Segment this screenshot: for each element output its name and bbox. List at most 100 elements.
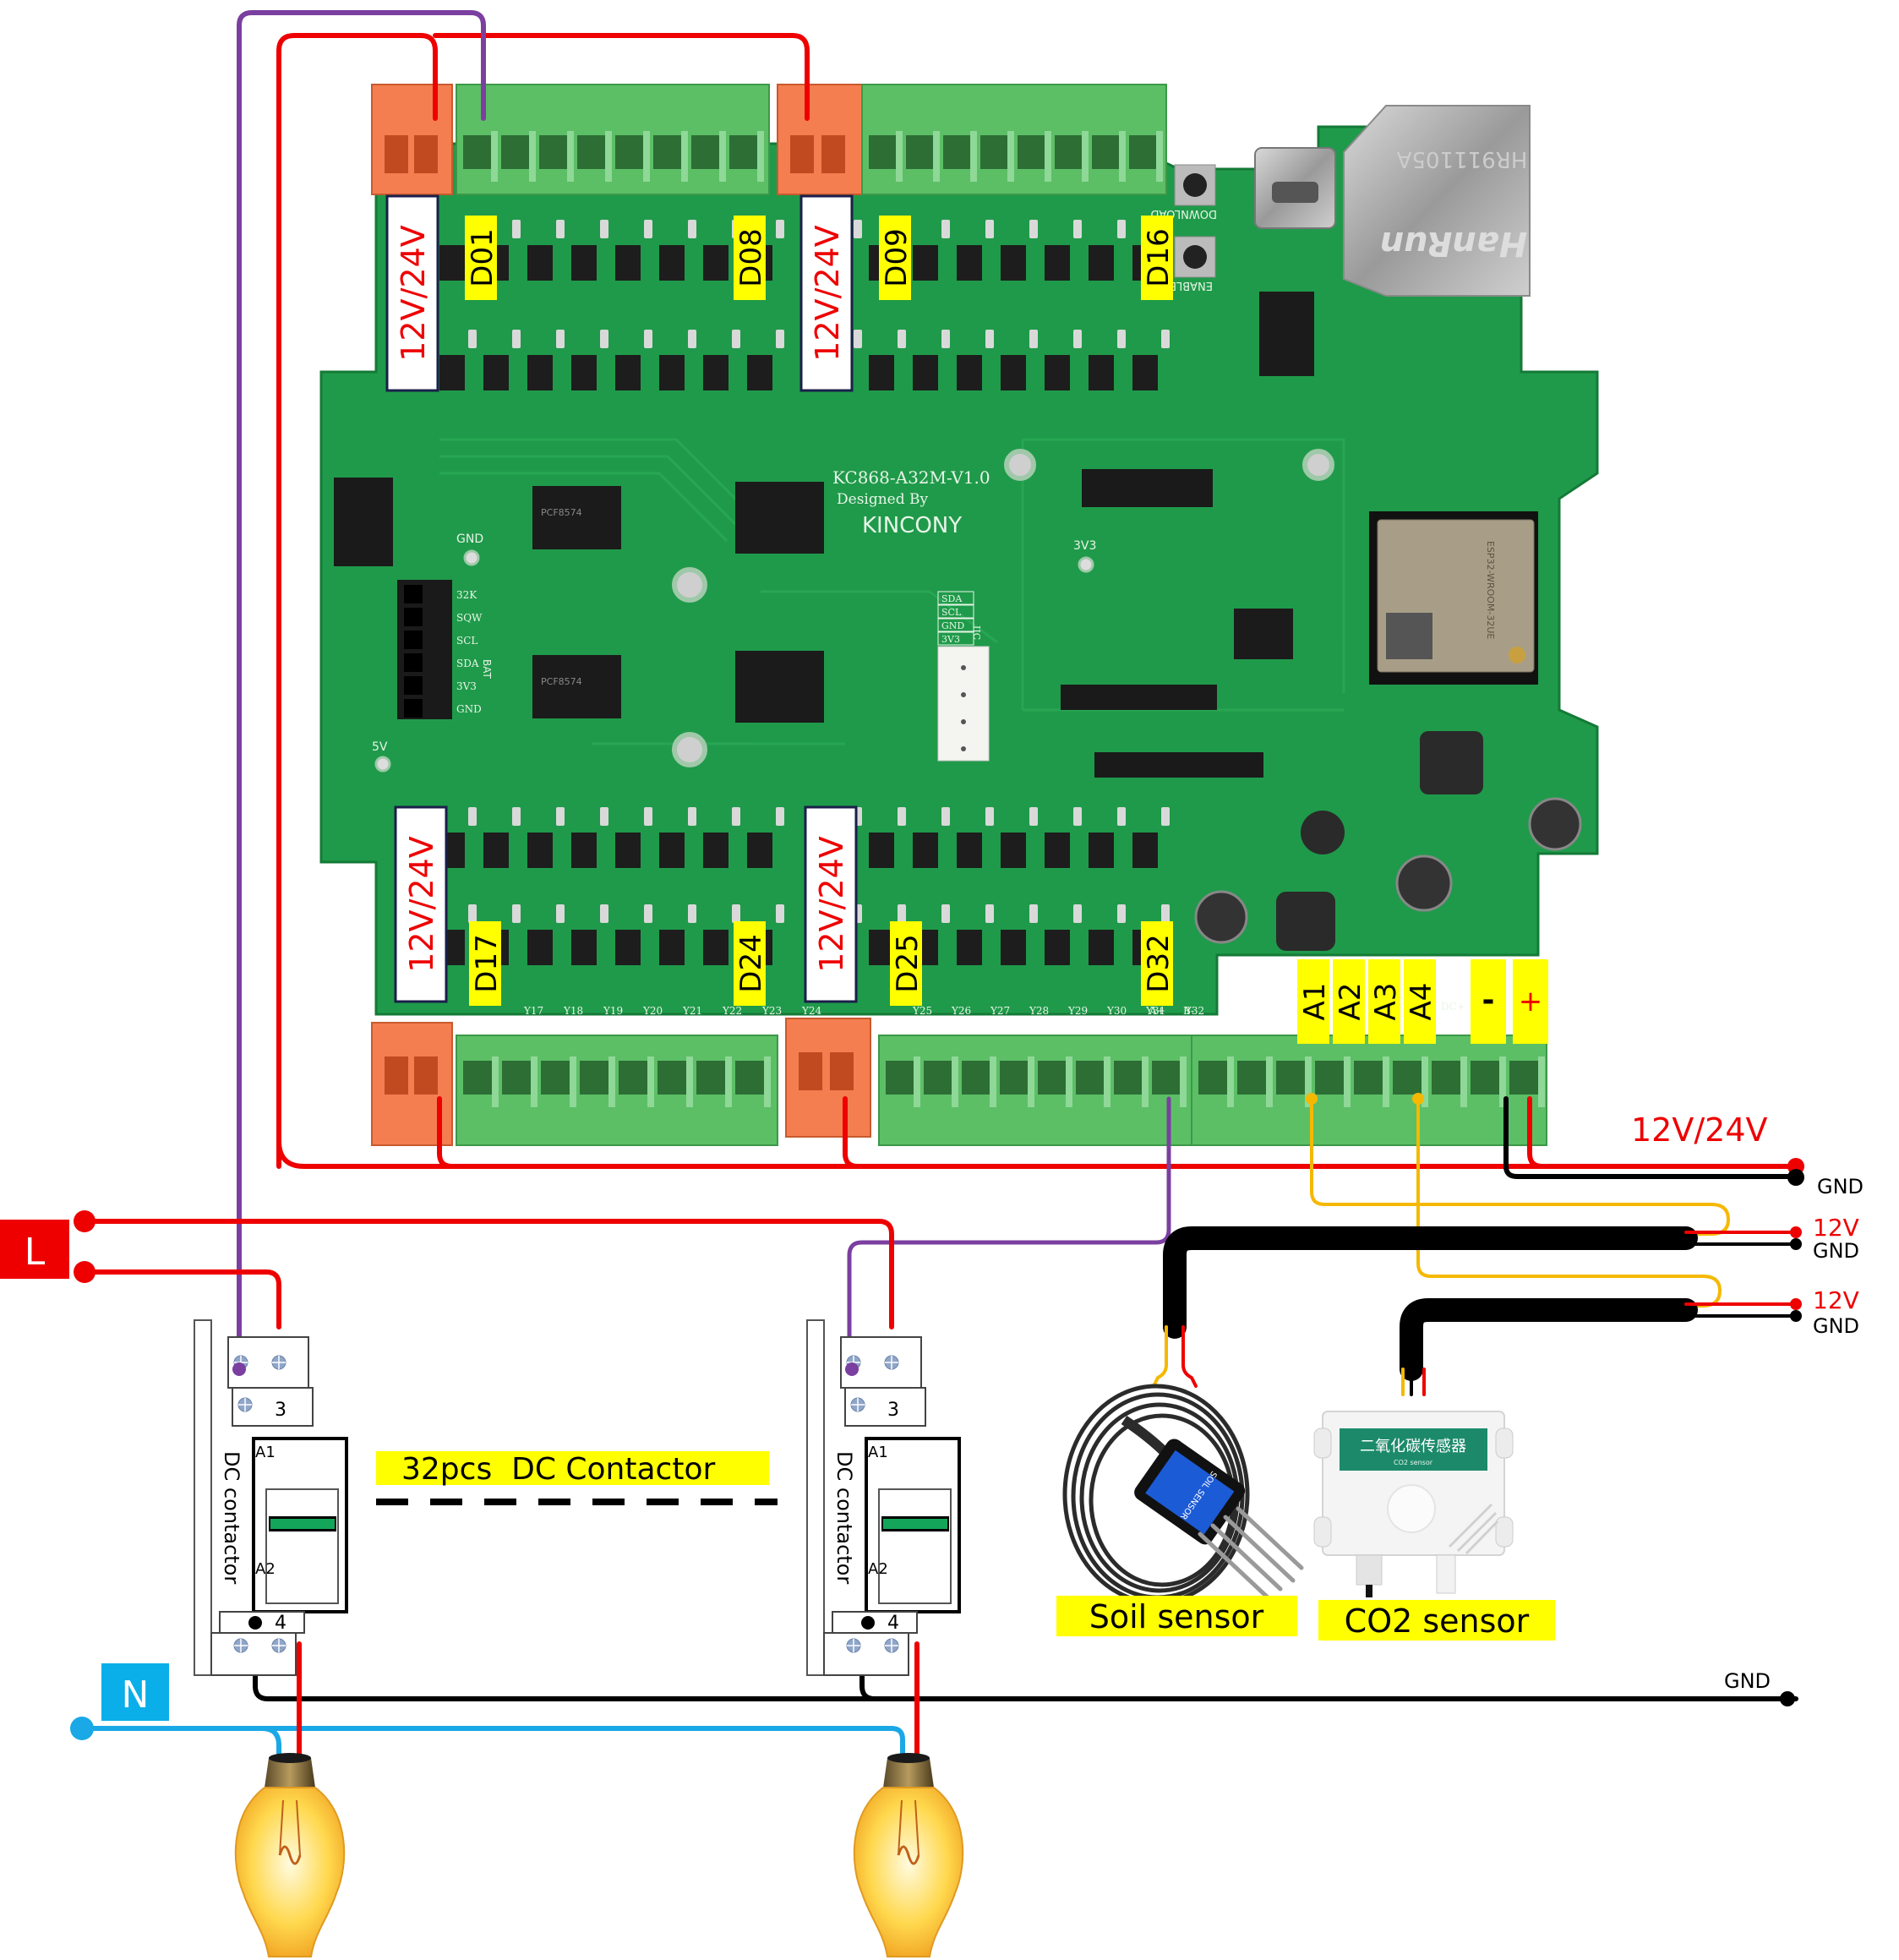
wire-line-1 xyxy=(82,1219,894,1329)
coil-a2-label: A2 xyxy=(868,1560,888,1578)
neutral-terminal[interactable] xyxy=(70,1717,94,1740)
rs485-b-label: B- xyxy=(1183,1005,1194,1017)
cable-soil-sensor xyxy=(1163,1226,1698,1339)
coil-a2-label: A2 xyxy=(255,1560,276,1578)
wires xyxy=(79,10,1798,1761)
output-range-label: D17 xyxy=(470,934,504,992)
contactor-note: 32pcs DC Contactor xyxy=(401,1452,715,1487)
header-p5[interactable] xyxy=(1061,685,1217,710)
line-terminal-1[interactable] xyxy=(74,1210,95,1232)
main-gnd-label: GND xyxy=(1817,1175,1864,1198)
output-range-label: D09 xyxy=(880,228,914,287)
y-output-silk: Y29 xyxy=(1067,1005,1088,1017)
bat-label: BAT xyxy=(481,659,493,680)
orange-terminal-4[interactable] xyxy=(785,1018,871,1138)
d-label-bg xyxy=(1141,921,1173,1006)
esp32-module: ESP32-WROOM-32UE xyxy=(1369,511,1538,685)
co2-sensor-device: 二氧化碳传感器 CO2 sensor xyxy=(1313,1411,1514,1597)
gnd-test-label: GND xyxy=(456,532,483,546)
d-label-bg xyxy=(1141,216,1173,300)
svg-text:PCF8574: PCF8574 xyxy=(541,676,582,687)
y-output-silk: Y24 xyxy=(801,1005,822,1017)
d-label-bg xyxy=(734,921,766,1006)
y-output-silk: Y19 xyxy=(603,1005,623,1017)
rtc-header[interactable] xyxy=(397,580,452,719)
main-gnd-terminal[interactable] xyxy=(1787,1169,1804,1186)
gnd-test-point[interactable] xyxy=(463,549,480,566)
analog-input-label: A2 xyxy=(1334,983,1367,1021)
output-group-power-label: 12V/24V xyxy=(395,225,432,362)
analog-label-bg xyxy=(1368,959,1400,1044)
wire-power-bottom xyxy=(276,1096,1798,1169)
output-range-label: D24 xyxy=(734,934,768,992)
co2-sensor-label: CO2 sensor xyxy=(1345,1602,1530,1640)
sensor2-gnd-label: GND xyxy=(1813,1314,1859,1338)
line-badge xyxy=(0,1220,69,1279)
enable-button-label: ENABLE xyxy=(1170,279,1213,292)
neutral-badge xyxy=(101,1663,169,1721)
sensor1-gnd-terminal[interactable] xyxy=(1790,1238,1802,1250)
header-p6[interactable] xyxy=(1094,752,1263,778)
inductor-l1 xyxy=(1420,731,1483,794)
orange-terminal-1[interactable] xyxy=(371,84,453,195)
y-output-silk: Y18 xyxy=(563,1005,583,1017)
d-label-bg xyxy=(734,216,766,300)
designed-by-label: Designed By xyxy=(837,491,929,508)
iic-pin-label: SDA xyxy=(941,593,963,604)
main-supply-label: 12V/24V xyxy=(1631,1111,1768,1149)
soil-sensor-label: Soil sensor xyxy=(1089,1598,1264,1635)
brand-label: KINCONY xyxy=(862,513,962,538)
wire-line-2 xyxy=(82,1269,281,1329)
lamp-2 xyxy=(853,1753,964,1957)
y-output-silk: Y25 xyxy=(912,1005,932,1017)
capacitor-c2 xyxy=(1395,854,1453,912)
y-output-silk: Y31 xyxy=(1145,1005,1165,1017)
line-terminal-2[interactable] xyxy=(74,1261,95,1283)
capacitor-c1 xyxy=(1528,797,1582,851)
minus-terminal-label: - xyxy=(1482,983,1495,1018)
sensor1-12v-label: 12V xyxy=(1813,1214,1859,1242)
top-terminals xyxy=(371,84,1167,195)
y-output-silk: Y27 xyxy=(990,1005,1010,1017)
pcf8574-chip-1: PCF8574 xyxy=(532,486,621,549)
chip-6 xyxy=(1234,609,1293,659)
sensor1-12v-terminal[interactable] xyxy=(1790,1226,1802,1238)
wire-neutral xyxy=(79,1726,905,1761)
common-gnd-terminal[interactable] xyxy=(1780,1691,1795,1706)
contactor-terminal-4: 4 xyxy=(887,1613,899,1634)
board-model-label: KC868-A32M-V1.0 xyxy=(832,467,990,488)
contactor-terminal-4: 4 xyxy=(275,1613,286,1634)
header-p2[interactable] xyxy=(1082,469,1213,507)
d-label-bg xyxy=(469,921,501,1006)
ethernet-part-label: HR911105A xyxy=(1396,146,1527,172)
contactor-name: DC contactor xyxy=(220,1451,243,1584)
rtc-pin-label: SQW xyxy=(456,612,483,624)
iic-pin-label: GND xyxy=(941,620,964,631)
3v3-test-label: 3V3 xyxy=(1073,539,1096,553)
sensor2-12v-terminal[interactable] xyxy=(1790,1298,1802,1310)
sensor2-gnd-terminal[interactable] xyxy=(1790,1310,1802,1322)
5v-test-point[interactable] xyxy=(374,756,391,773)
mounting-holes xyxy=(672,449,1334,767)
ethernet-port[interactable]: HR911105A HanRun xyxy=(1343,105,1531,297)
3v3-test-point[interactable] xyxy=(1078,556,1094,573)
contactor-terminal-3: 3 xyxy=(887,1400,899,1421)
wire-signal-d01 xyxy=(237,10,486,1372)
wire-main-gnd xyxy=(1503,1096,1798,1179)
enable-button[interactable] xyxy=(1174,236,1216,278)
download-button[interactable] xyxy=(1174,164,1216,206)
chip-3 xyxy=(735,482,824,554)
power-label-box xyxy=(385,194,439,392)
inductor-l3 xyxy=(1276,892,1335,951)
capacitor-c3 xyxy=(1194,890,1248,944)
left-header[interactable] xyxy=(334,478,393,566)
y-output-silk: Y32 xyxy=(1184,1005,1204,1017)
y-output-silk: Y26 xyxy=(951,1005,971,1017)
output-group-power-label: 12V/24V xyxy=(809,225,846,362)
